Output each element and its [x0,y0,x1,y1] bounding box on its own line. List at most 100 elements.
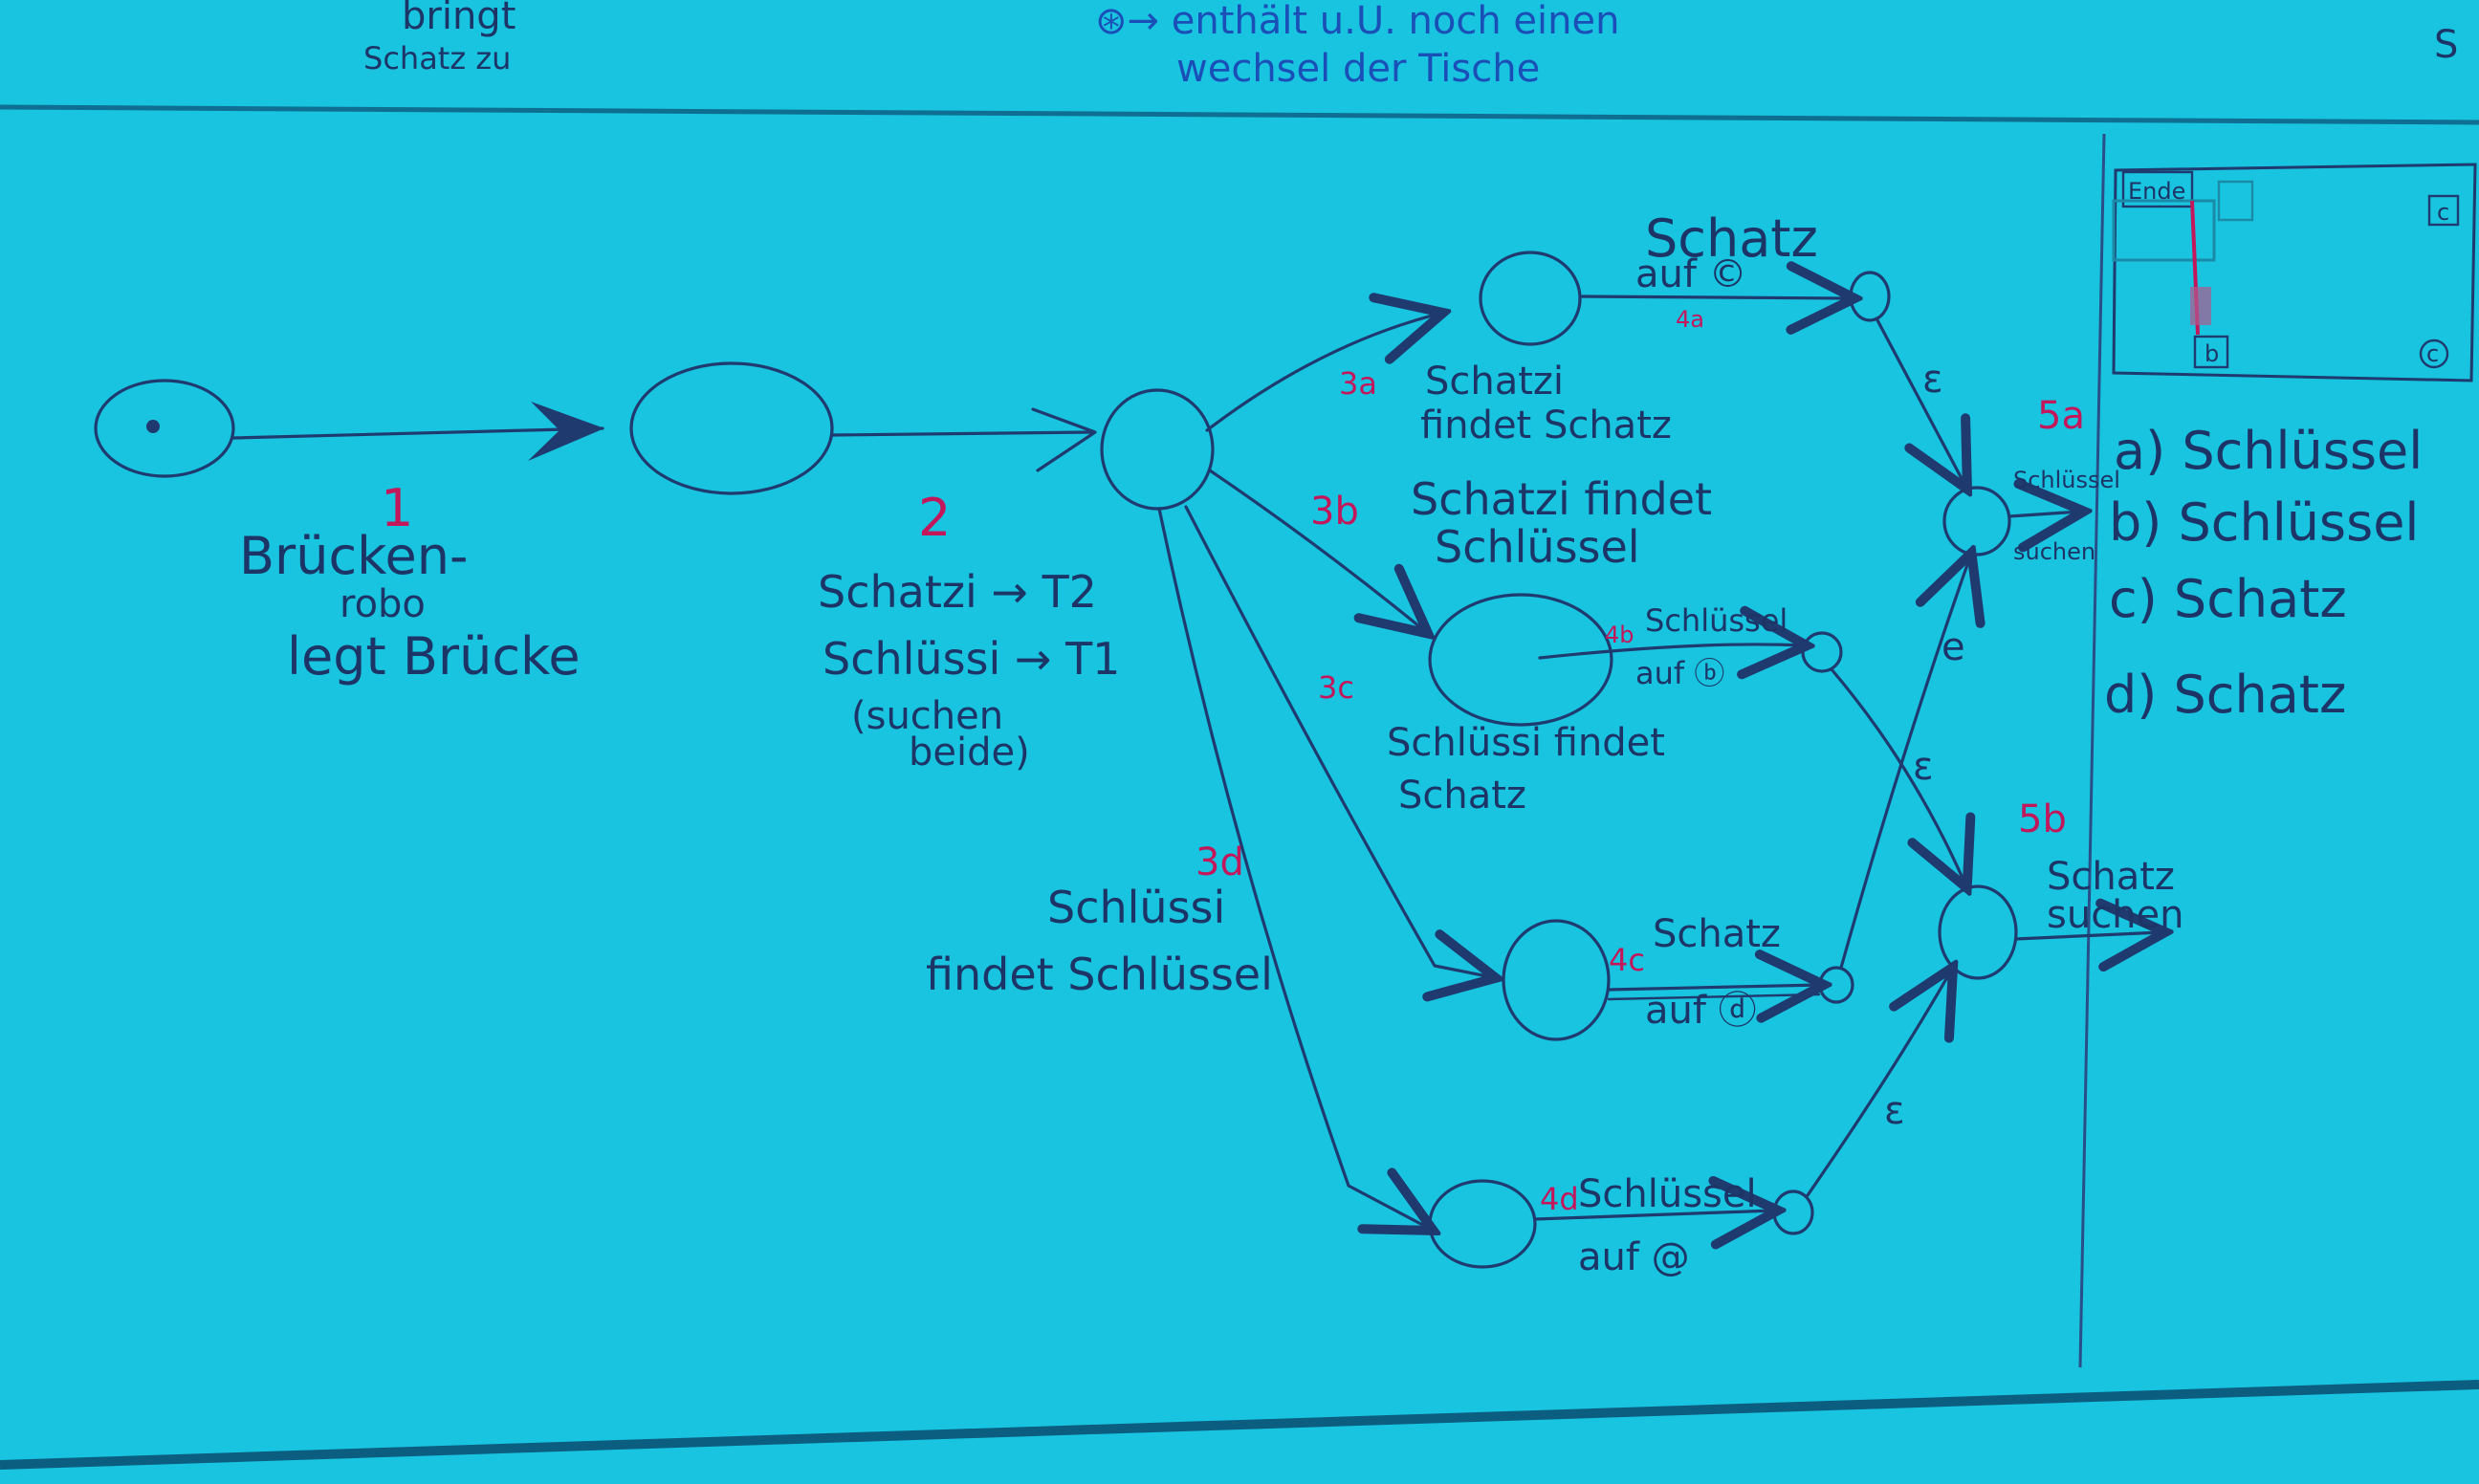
step5b-line2: suchen [2047,893,2184,937]
step2-line4: beide) [909,731,1030,775]
edge4a-number: 4a [1676,306,1704,333]
edge4d-top: Schlüssel [1578,1172,1757,1216]
mini-map-c-box [2427,194,2460,227]
edge-eps-4d-5b [1806,971,1951,1197]
epsilon-3: ε [1913,745,1934,789]
legend-b: b) Schlüssel [2109,492,2419,553]
mini-map-c-circle [2419,338,2449,369]
mini-map-c: c [2437,199,2449,226]
state-3a [1479,251,1582,346]
edge-3b [1208,469,1425,631]
right-divider-line [2078,133,2106,1368]
branch3b-line2: Schlüssel [1435,521,1640,573]
edge-eps-4a-5a [1875,316,1965,486]
state-4a-end [1849,271,1891,322]
edge-3a [1205,314,1439,432]
step5a-top: Schlüssel [2013,467,2120,493]
epsilon-2: e [1942,625,1965,669]
edge-4a [1578,296,1851,298]
mini-map-path-teal [2112,199,2216,262]
branch3c-line1: Schlüssi findet [1387,721,1665,765]
mini-map-b: b [2205,340,2219,367]
mini-map-b-box [2193,335,2229,369]
edge-4c [1607,985,1820,990]
state-4d-end [1772,1189,1814,1235]
state-5a [1942,486,2011,556]
branch3a-line2: findet Schatz [1420,404,1672,447]
branch3d-line1: Schlüssi [1047,882,1225,933]
step1-line3: legt Brücke [287,626,581,687]
board-bottom-edge [0,1380,2479,1470]
edge-2 [830,430,1092,437]
state-4c-end [1818,966,1854,1004]
branch3d-line2: findet Schlüssel [926,949,1273,1000]
edge-4b [1538,644,1803,658]
state-3c [1502,919,1611,1041]
step1-line1: Brücken- [239,526,468,586]
mini-map-hatched [2190,287,2211,325]
branch3a-number: 3a [1339,365,1377,402]
edge4a-bottom: auf © [1635,252,1747,296]
edge-3d [1157,507,1430,1229]
state-3 [1100,388,1215,511]
top-note-line1: ⊛→ enthält u.U. noch einen [1095,0,1619,43]
top-bringt: bringt [402,0,516,38]
edge-1 [231,426,604,440]
edge4b-bottom: auf ⓑ [1635,655,1724,691]
edge-2-arrowhead [1031,407,1097,472]
branch3c-number: 3c [1318,669,1354,706]
branch3c-line2: Schatz [1398,774,1526,818]
step2-line1: Schatzi → T2 [818,566,1097,618]
step1-number: 1 [381,478,413,538]
branch3b-line1: Schatzi findet [1411,473,1712,525]
epsilon-4: ε [1884,1089,1905,1133]
edge-1-arrowhead [528,402,604,461]
edge4d-bottom: auf @ [1578,1235,1690,1279]
state-2 [629,361,834,495]
top-right-fragment: S [2434,23,2458,67]
state-start [94,379,235,478]
edge-5a-out [2007,512,2080,516]
mini-map-ende-box [2121,170,2194,208]
state-4b-end [1801,631,1843,673]
mini-map-c-circle-label: c [2426,340,2439,367]
mini-map-table [2217,180,2254,222]
step5b-number: 5b [2018,797,2067,841]
edge4b-top: Schlüssel [1645,602,1788,639]
epsilon-1: ε [1922,358,1943,402]
state-3b [1428,593,1613,727]
step5b-line1: Schatz [2047,855,2175,899]
edge4d-number: 4d [1540,1181,1579,1217]
branch3a-line1: Schatzi [1425,360,1564,404]
step2-line2: Schlüssi → T1 [823,633,1120,685]
legend-c: c) Schatz [2109,569,2347,629]
edge-eps-4b-5b [1830,667,1965,884]
state-start-dot [146,420,160,433]
edge4c-number: 4c [1609,942,1645,978]
mini-map: Ende b c c [2112,163,2477,382]
edge-eps-4c-5a [1839,556,1970,970]
state-3d [1428,1179,1537,1269]
top-schatz-zu: Schatz zu [363,40,511,76]
edge4a-top: Schatz [1645,208,1818,269]
state-5b [1938,884,2018,980]
edge-5b-out [2014,932,2161,939]
edge-4c-underline [1607,993,1821,1001]
step1-line2: robo [340,582,426,626]
step2-number: 2 [918,488,951,548]
step5a-bottom: suchen [2013,538,2095,565]
mini-map-frame [2112,163,2477,382]
top-note-line2: wechsel der Tische [1176,47,1540,91]
legend-a: a) Schlüssel [2114,421,2423,481]
edge4c-top: Schatz [1653,912,1781,956]
step2-line3: (suchen [851,694,1003,738]
board-top-edge [0,104,2479,125]
legend-d: d) Schatz [2104,665,2346,725]
edge4c-bottom: auf ⓓ [1645,989,1757,1033]
step5a-number: 5a [2037,394,2085,438]
edge-3c [1184,505,1492,977]
branch3d-number: 3d [1196,840,1244,884]
branch3b-number: 3b [1310,490,1359,534]
edge4b-number: 4b [1605,622,1634,648]
